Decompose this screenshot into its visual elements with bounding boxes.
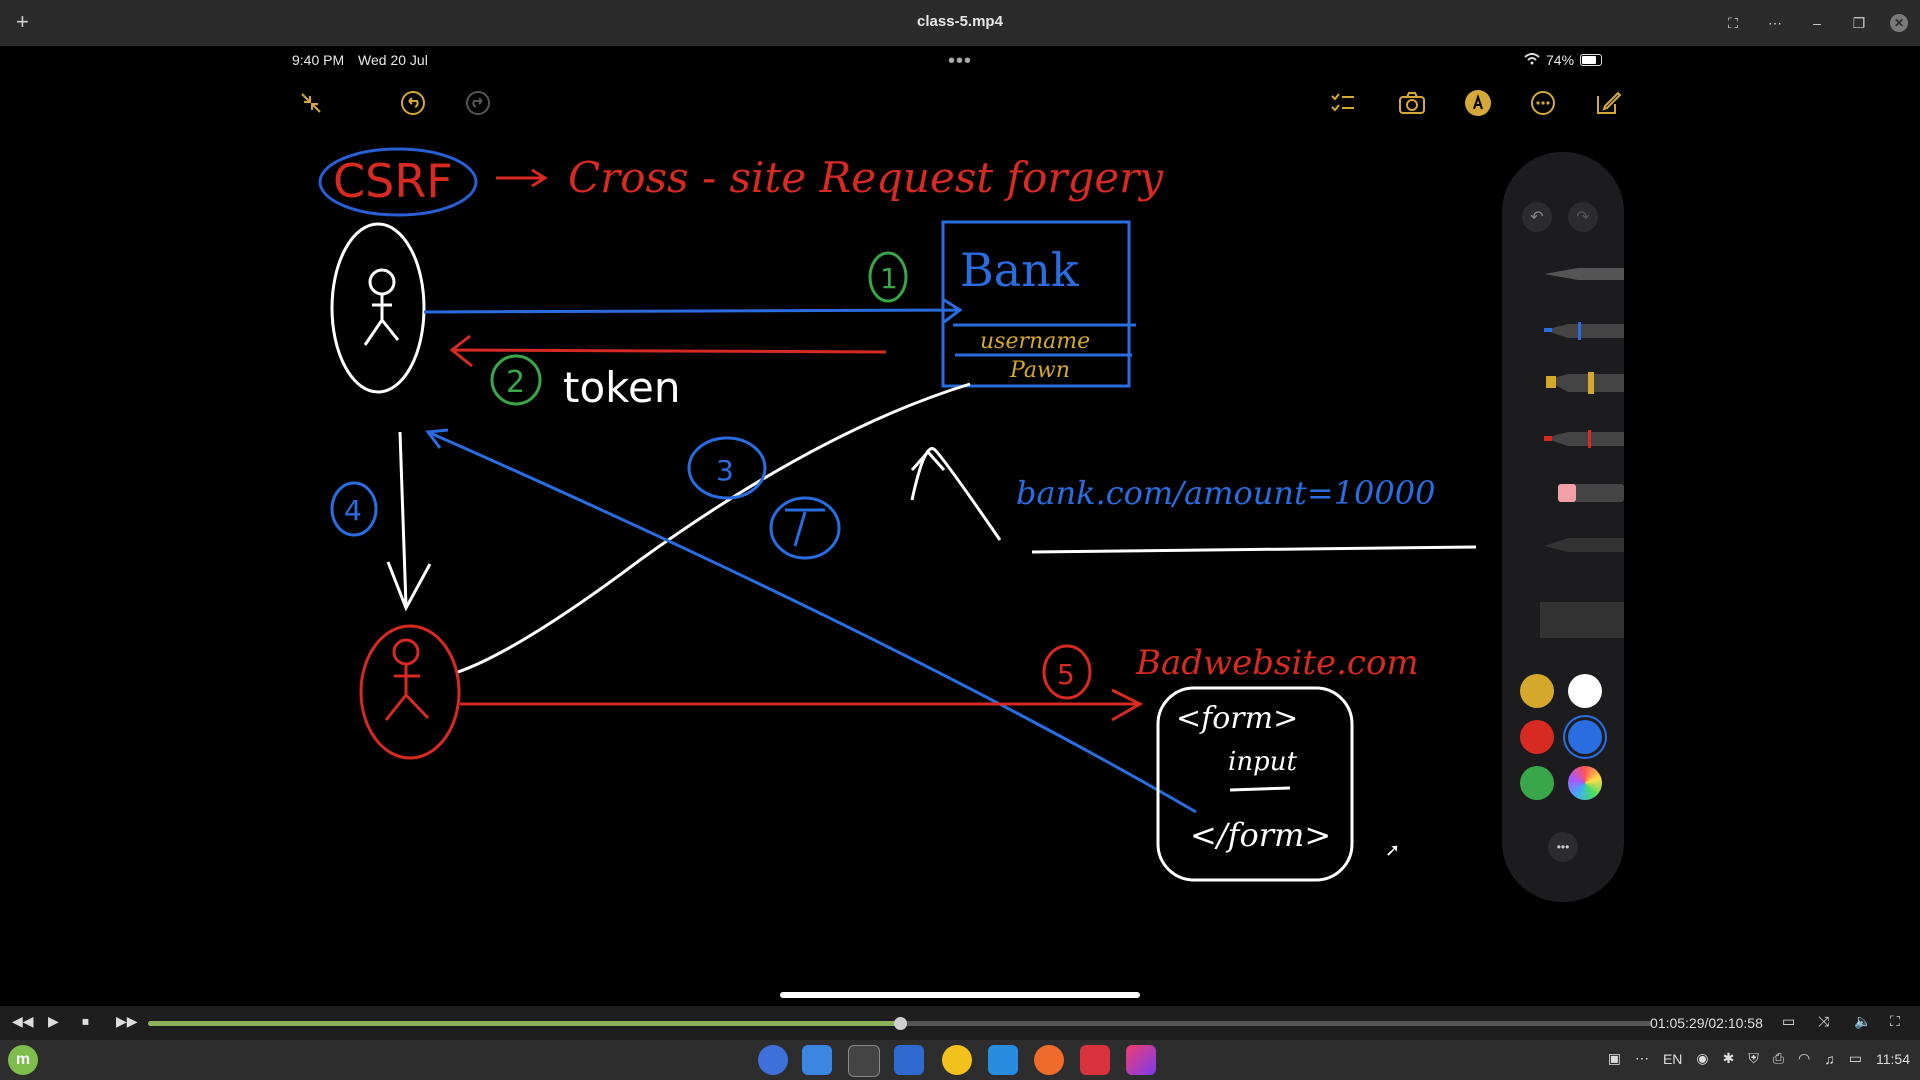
- pencil-palette: ↶ ↷ •••: [1502, 152, 1624, 902]
- drawing-tools[interactable]: [1538, 262, 1624, 552]
- minimize-button[interactable]: –: [1813, 15, 1821, 31]
- form-close: </form>: [1190, 816, 1331, 854]
- mouse-cursor-icon: ➚: [1385, 840, 1401, 860]
- fullscreen-player-icon[interactable]: ⛶: [1890, 1013, 1900, 1029]
- battery-tray-icon[interactable]: ▭: [1848, 1050, 1862, 1066]
- username-field: username: [980, 329, 1090, 354]
- notes-tray-icon[interactable]: ▣: [1607, 1050, 1621, 1066]
- step4: 4: [344, 494, 362, 527]
- redo-icon[interactable]: [461, 86, 495, 120]
- stack-icon[interactable]: [894, 1045, 924, 1075]
- home-indicator: [780, 992, 1140, 998]
- palette-redo-icon[interactable]: ↷: [1568, 202, 1598, 232]
- play-icon[interactable]: ▶: [48, 1013, 59, 1029]
- ipad-time: 9:40 PM: [292, 52, 345, 68]
- token-label: token: [563, 363, 680, 412]
- wifi-icon: [1524, 52, 1540, 68]
- color-swatch-red[interactable]: [1520, 720, 1554, 754]
- printer-icon[interactable]: ⎙: [1772, 1050, 1785, 1066]
- maximize-button[interactable]: ❐: [1852, 14, 1866, 31]
- user-oval: [330, 222, 426, 394]
- password-field: Pawn: [1009, 358, 1070, 383]
- form-open: <form>: [1176, 701, 1298, 736]
- ipad-date: Wed 20 Jul: [358, 52, 428, 68]
- bank-box: [941, 220, 1131, 388]
- wifi-tray-icon[interactable]: ◠: [1798, 1050, 1811, 1066]
- playlist-icon[interactable]: ▭: [1782, 1013, 1796, 1029]
- compose-icon[interactable]: [1591, 86, 1625, 120]
- palette-undo-icon[interactable]: ↶: [1522, 202, 1552, 232]
- chromium-icon[interactable]: [758, 1045, 788, 1075]
- media-player-icon[interactable]: [1080, 1045, 1110, 1075]
- ipad-status-right: 74%: [1524, 52, 1603, 68]
- stop-icon[interactable]: ⏹: [82, 1013, 89, 1029]
- battery-icon: [1580, 54, 1603, 66]
- volume-icon[interactable]: 🔈: [1854, 1013, 1872, 1029]
- csrf-oval: [318, 147, 478, 217]
- discord-icon[interactable]: ◉: [1696, 1050, 1709, 1066]
- seek-bar[interactable]: [148, 1017, 1652, 1030]
- form-box: [1156, 686, 1354, 882]
- form-input: input: [1228, 747, 1297, 777]
- window-title: class-5.mp4: [917, 13, 1003, 30]
- music-icon[interactable]: ♫: [1824, 1050, 1835, 1067]
- bad-site-label: Badwebsite.com: [1135, 643, 1419, 683]
- lang-indicator[interactable]: EN: [1662, 1050, 1683, 1067]
- new-tab-button[interactable]: +: [16, 9, 29, 34]
- terminal-icon[interactable]: [848, 1045, 880, 1077]
- more-icon[interactable]: [1526, 86, 1560, 120]
- url-label: bank.com/amount=10000: [1016, 474, 1435, 512]
- seek-bar-fill: [148, 1021, 900, 1026]
- postman-icon[interactable]: [1034, 1045, 1064, 1075]
- window-titlebar: + class-5.mp4 ⛶ ⋯ – ❐ ✕: [0, 0, 1920, 46]
- step2: 2: [506, 365, 525, 400]
- seek-bar-knob[interactable]: [894, 1017, 907, 1030]
- step5: 5: [1057, 658, 1075, 691]
- intellij-icon[interactable]: [1126, 1045, 1156, 1075]
- taskbar: m ▣ ⋯ EN ◉ ✱ ⛨ ⎙ ◠ ♫ ▭ 11:54: [0, 1040, 1920, 1080]
- csrf-title: CSRF: [333, 154, 453, 208]
- checklist-icon[interactable]: [1326, 86, 1360, 120]
- notes-app-icon[interactable]: [942, 1045, 972, 1075]
- markup-icon[interactable]: [1461, 86, 1495, 120]
- player-controls: ◀◀ ▶ ⏹ ▶▶ 01:05:29/02:10:58 ▭ ⤨ 🔈 ⛶: [0, 1006, 1920, 1040]
- battery-percent: 74%: [1546, 52, 1575, 68]
- color-swatch-green[interactable]: [1520, 766, 1554, 800]
- vscode-icon[interactable]: [988, 1045, 1018, 1075]
- time-readout: 01:05:29/02:10:58: [1650, 1015, 1763, 1031]
- overflow-icon[interactable]: ⋯: [1634, 1050, 1649, 1066]
- menu-mint-icon[interactable]: m: [8, 1045, 38, 1075]
- clock[interactable]: 11:54: [1876, 1050, 1910, 1067]
- shuffle-icon[interactable]: ⤨: [1818, 1013, 1830, 1029]
- system-tray: ▣ ⋯ EN ◉ ✱ ⛨ ⎙ ◠ ♫ ▭ 11:54: [1608, 1050, 1910, 1067]
- ruler-tool[interactable]: [1540, 602, 1624, 638]
- color-picker-icon[interactable]: [1568, 766, 1602, 800]
- camera-icon[interactable]: [1395, 86, 1429, 120]
- color-swatch-yellow[interactable]: [1520, 674, 1554, 708]
- shield-icon[interactable]: ⛨: [1748, 1050, 1759, 1066]
- attacker-oval: [359, 624, 461, 760]
- ipad-status-left: 9:40 PM Wed 20 Jul: [292, 52, 428, 68]
- bluetooth-icon[interactable]: ✱: [1722, 1050, 1735, 1066]
- rewind-icon[interactable]: ◀◀: [12, 1013, 34, 1029]
- undo-icon[interactable]: [396, 86, 430, 120]
- csrf-subtitle: Cross - site Request forgery: [568, 153, 1164, 202]
- bank-label: Bank: [960, 243, 1080, 297]
- color-swatch-white[interactable]: [1568, 674, 1602, 708]
- step1: 1: [880, 262, 898, 295]
- close-button[interactable]: ✕: [1890, 14, 1908, 32]
- fast-forward-icon[interactable]: ▶▶: [116, 1013, 138, 1029]
- more-options-icon[interactable]: ⋯: [1768, 14, 1782, 31]
- multitask-dots: •••: [948, 50, 973, 72]
- files-icon[interactable]: [802, 1045, 832, 1075]
- color-swatch-blue[interactable]: [1568, 720, 1602, 754]
- fullscreen-icon[interactable]: ⛶: [1728, 14, 1738, 31]
- collapse-icon[interactable]: [294, 86, 328, 120]
- palette-more-icon[interactable]: •••: [1548, 832, 1578, 862]
- step3: 3: [716, 454, 734, 487]
